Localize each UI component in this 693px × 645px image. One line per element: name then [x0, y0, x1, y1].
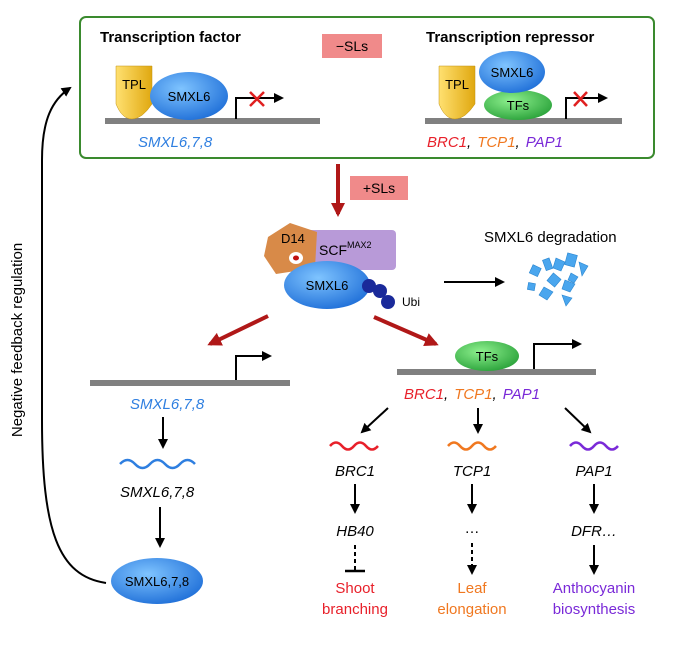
tpl-protein-left	[115, 65, 153, 120]
no-sl-label: −SLs	[336, 38, 368, 54]
negative-feedback-label: Negative feedback regulation	[9, 243, 26, 437]
brc1-transcript-label: BRC1	[335, 463, 375, 480]
negative-feedback-arrow	[41, 86, 107, 584]
dfr-label: DFR…	[571, 523, 617, 540]
active-promoter-target-genes	[533, 339, 582, 369]
smxl6-degradation-label: SMXL6 degradation	[484, 229, 617, 246]
shoot-branching-label-1: Shoot	[335, 580, 375, 597]
d14-receptor	[264, 223, 317, 274]
arrow-to-pap1	[564, 407, 592, 434]
anthocyanin-label-1: Anthocyanin	[553, 580, 636, 597]
d14-label: D14	[281, 231, 305, 246]
smxl6-protein-complex	[284, 261, 370, 309]
smxl6-label-right: SMXL6	[491, 65, 534, 80]
arrow-to-brc1	[360, 407, 389, 434]
shoot-branching-label-2: branching	[322, 601, 388, 618]
smxl6-label-left: SMXL6	[168, 89, 211, 104]
target-genes-top: BRC1,TCP1,PAP1	[427, 134, 563, 151]
transcription-repressor-title: Transcription repressor	[426, 29, 595, 46]
smxl6-protein-left	[150, 72, 228, 120]
smxl678-protein	[111, 558, 203, 604]
tpl-label-right: TPL	[445, 77, 469, 92]
transcription-factor-title: Transcription factor	[100, 29, 241, 46]
smxl678-gene-top: SMXL6,7,8	[138, 134, 213, 151]
tfs-label-right: TFs	[507, 98, 530, 113]
hb40-label: HB40	[336, 523, 374, 540]
scf-max2-complex	[304, 230, 396, 270]
blocked-promoter-left	[235, 91, 284, 119]
smxl6-label-complex: SMXL6	[306, 278, 349, 293]
tpl-label-left: TPL	[122, 77, 146, 92]
anthocyanin-label-2: biosynthesis	[553, 601, 636, 618]
sl-ligand-core	[293, 255, 299, 261]
leaf-elongation-label-2: elongation	[437, 601, 506, 618]
pap1-mrna-icon	[569, 441, 619, 451]
target-genes-label: BRC1,TCP1,PAP1	[404, 386, 540, 403]
tfs-label-bound: TFs	[476, 349, 499, 364]
red-arrow-to-target-genes	[373, 315, 439, 347]
ubiquitin-chain-icon	[362, 279, 395, 309]
plus-sl-badge	[350, 176, 408, 200]
ubi-label: Ubi	[402, 295, 420, 309]
tcp1-mrna-icon	[447, 441, 497, 451]
plus-sl-label: +SLs	[363, 180, 395, 196]
smxl678-protein-label: SMXL6,7,8	[125, 574, 189, 589]
red-arrow-to-smxl-locus	[207, 314, 269, 346]
active-promoter-smxl-locus	[235, 351, 272, 380]
smxl678-mrna-icon	[119, 458, 196, 470]
leaf-elongation-label-1: Leaf	[457, 580, 487, 597]
tfs-protein-bound	[455, 341, 519, 371]
tcp1-transcript-label: TCP1	[453, 463, 491, 480]
smxl6-protein-right	[479, 51, 545, 93]
smxl678-transcript-label: SMXL6,7,8	[120, 484, 195, 501]
pap1-transcript-label: PAP1	[575, 463, 612, 480]
tpl-protein-right	[438, 65, 476, 120]
brc1-mrna-icon	[329, 441, 379, 451]
scf-max2-label: SCFMAX2	[319, 240, 372, 258]
tfs-protein-right	[484, 90, 552, 120]
blocked-promoter-right	[565, 91, 608, 119]
smxl678-gene-label: SMXL6,7,8	[130, 396, 205, 413]
degraded-fragments-icon	[527, 252, 589, 307]
no-sl-badge	[322, 34, 382, 58]
tcp1-intermediate-label: …	[465, 520, 480, 537]
